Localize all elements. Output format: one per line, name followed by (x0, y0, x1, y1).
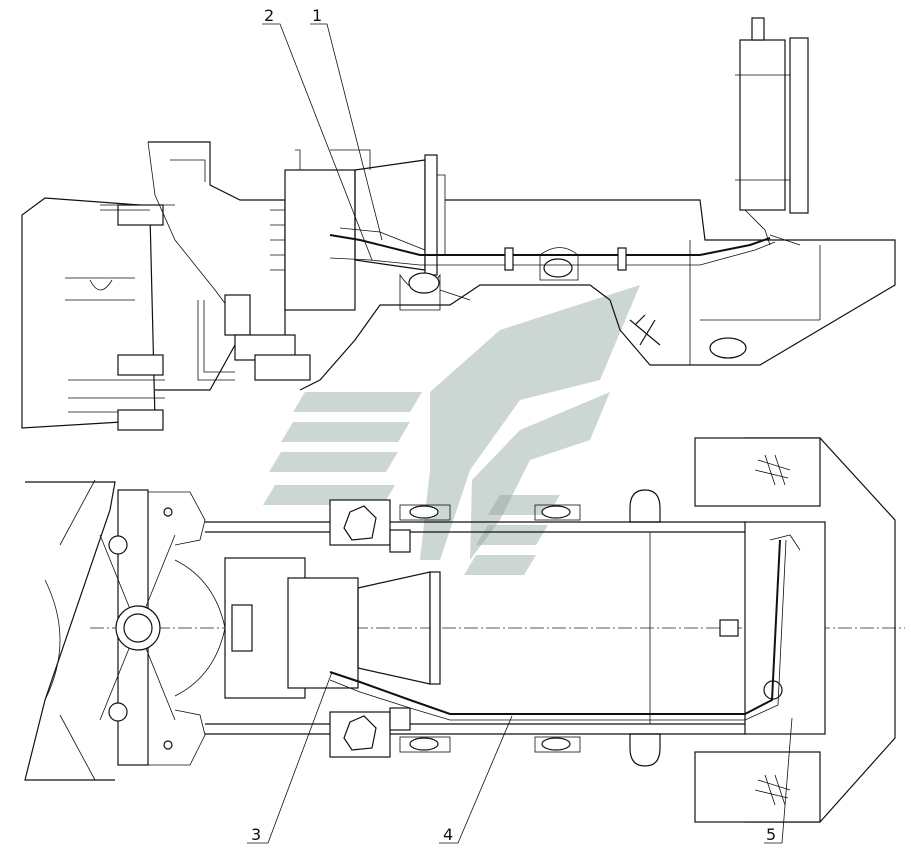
callout-label-3: 3 (251, 825, 261, 844)
transmission-plan (287, 577, 359, 689)
top-view (24, 437, 905, 823)
leader-line-2 (262, 23, 373, 261)
callout-label-1: 1 (312, 6, 322, 25)
watermark-logo (263, 285, 640, 575)
leader-line-4 (439, 715, 513, 844)
rear-frame (299, 199, 896, 391)
front-bucket-plan (24, 481, 116, 781)
callouts: 2 1 3 4 5 (247, 6, 793, 844)
transmission-housing (284, 169, 356, 311)
leader-line-5 (764, 717, 793, 844)
side-view (21, 17, 896, 431)
callout-label-2: 2 (264, 6, 274, 25)
frame-rail-bottom (205, 723, 745, 735)
hydraulic-pipe-1 (329, 234, 771, 256)
front-bucket (21, 197, 156, 429)
radiator-tank (739, 39, 786, 211)
leader-line-3 (247, 671, 333, 844)
callout-label-5: 5 (766, 825, 776, 844)
hydraulic-pipe-plan (329, 539, 781, 715)
leader-line-1 (310, 23, 383, 241)
callout-label-4: 4 (443, 825, 453, 844)
